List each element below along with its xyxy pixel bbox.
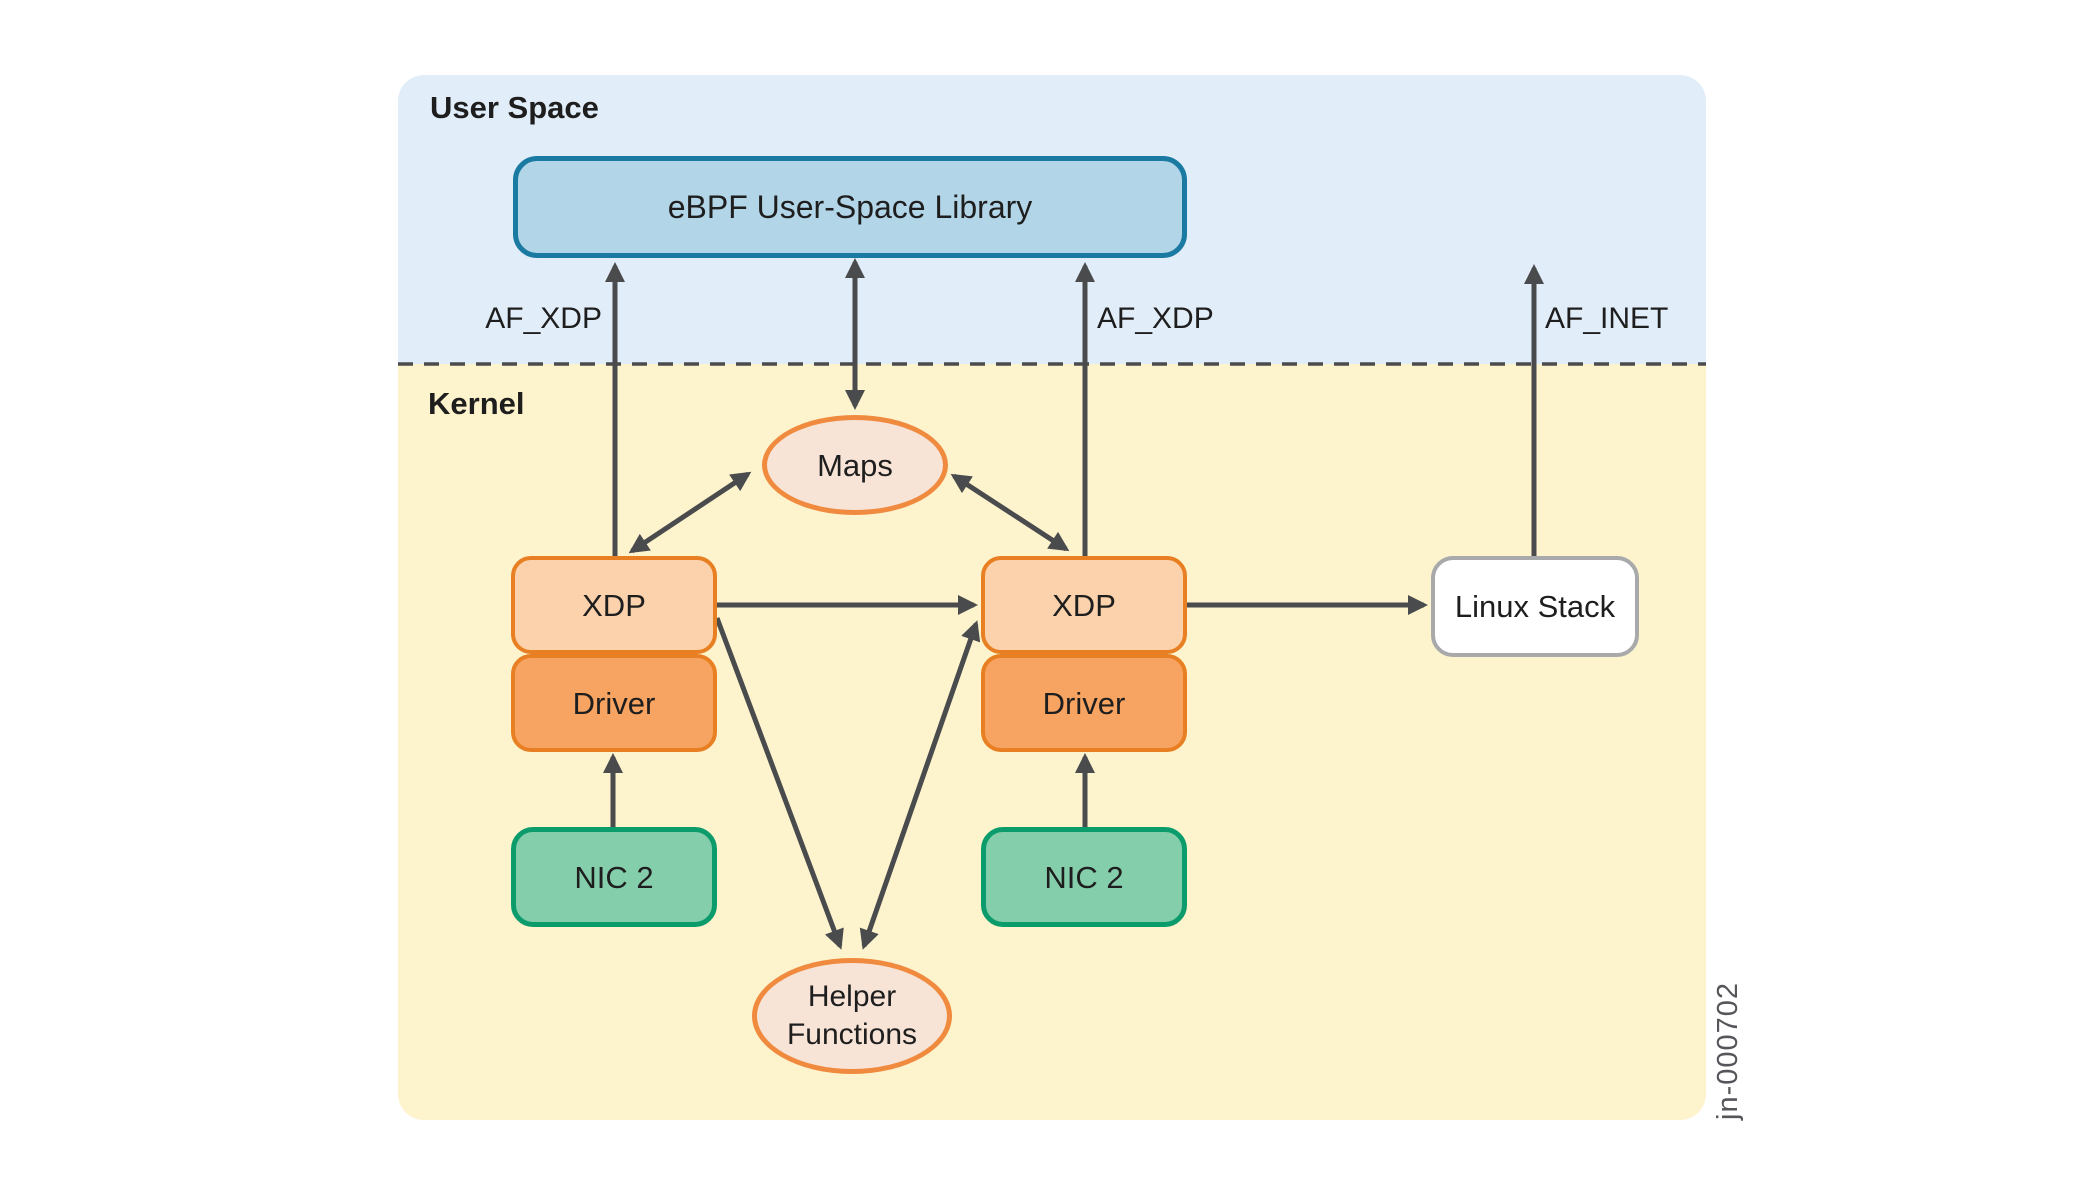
user-space-label: User Space (430, 90, 599, 125)
maps-node: Maps (762, 415, 948, 515)
nic-right-label: NIC 2 (1044, 859, 1124, 895)
driver-right-label: Driver (1042, 685, 1126, 721)
nic-right-node: NIC 2 (981, 827, 1187, 927)
xdp-right-node: XDP (981, 556, 1187, 654)
afxdp-left-label: AF_XDP (485, 302, 602, 335)
figure-id-label: jn-000702 (1712, 982, 1744, 1120)
ebpf-user-space-library-label: eBPF User-Space Library (667, 188, 1033, 225)
driver-left-label: Driver (572, 685, 656, 721)
nic-left-node: NIC 2 (511, 827, 717, 927)
linux-stack-node: Linux Stack (1431, 556, 1639, 657)
linux-stack-label: Linux Stack (1454, 589, 1616, 624)
helper-functions-label-line2: Functions (786, 1018, 918, 1051)
xdp-left-label: XDP (582, 587, 646, 623)
ebpf-user-space-library-node: eBPF User-Space Library (513, 156, 1187, 258)
xdp-left-node: XDP (511, 556, 717, 654)
xdp-right-label: XDP (1052, 587, 1116, 623)
driver-left-node: Driver (511, 654, 717, 752)
kernel-label: Kernel (428, 386, 525, 421)
helper-functions-label-line1: Helper (807, 980, 897, 1013)
nic-left-label: NIC 2 (574, 859, 654, 895)
driver-right-node: Driver (981, 654, 1187, 752)
afinet-label: AF_INET (1545, 302, 1669, 335)
afxdp-right-label: AF_XDP (1097, 302, 1214, 335)
helper-functions-node: Helper Functions (752, 958, 952, 1074)
maps-label: Maps (817, 447, 893, 483)
